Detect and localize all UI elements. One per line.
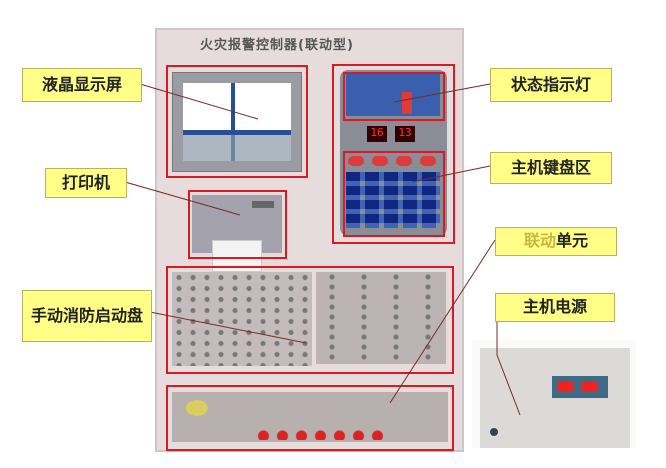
label-linkage-highlight: 联动	[523, 231, 556, 251]
keypad-highlight-box	[332, 64, 455, 244]
segment-display-right: 13	[395, 126, 415, 142]
keyboard-highlight-box	[343, 151, 445, 237]
red-function-key[interactable]	[348, 156, 364, 166]
leader-line-power	[496, 313, 521, 416]
label-host-power: 主机电源	[495, 293, 615, 322]
numeric-keys[interactable]	[346, 172, 440, 228]
lcd-screen	[172, 72, 302, 172]
red-function-key[interactable]	[396, 156, 412, 166]
lcd-highlight-box	[166, 65, 308, 178]
linkage-highlight-box	[166, 385, 454, 451]
segment-display-left: 16	[367, 126, 387, 142]
label-linkage-unit: 联动单元	[495, 227, 617, 256]
label-status-lights: 状态指示灯	[490, 68, 612, 102]
keypad-housing: 16 13	[340, 70, 447, 236]
leader-line-manual	[149, 311, 307, 344]
label-printer: 打印机	[45, 168, 127, 198]
linkage-unit	[172, 392, 448, 442]
leader-line-lcd	[139, 83, 259, 120]
printer-highlight-box	[188, 190, 287, 259]
leader-line-printer	[124, 181, 241, 216]
label-host-keyboard: 主机键盘区	[490, 152, 612, 184]
status-indicator-lights	[346, 74, 440, 116]
manual-start-panel-right	[316, 272, 446, 364]
panel-title: 火灾报警控制器(联动型)	[200, 38, 354, 53]
power-supply-photo	[472, 340, 636, 448]
label-linkage-rest: 单元	[556, 231, 589, 251]
red-function-key[interactable]	[372, 156, 388, 166]
leader-line-linkage	[389, 239, 496, 404]
manual-highlight-box	[166, 266, 454, 374]
label-lcd: 液晶显示屏	[22, 68, 142, 102]
status-highlight-box	[343, 72, 445, 121]
leader-line-status	[393, 83, 491, 103]
label-manual-start-panel: 手动消防启动盘	[22, 290, 152, 342]
manual-start-panel	[172, 272, 312, 366]
red-function-key[interactable]	[420, 156, 436, 166]
leader-line-keyboard	[411, 165, 491, 183]
